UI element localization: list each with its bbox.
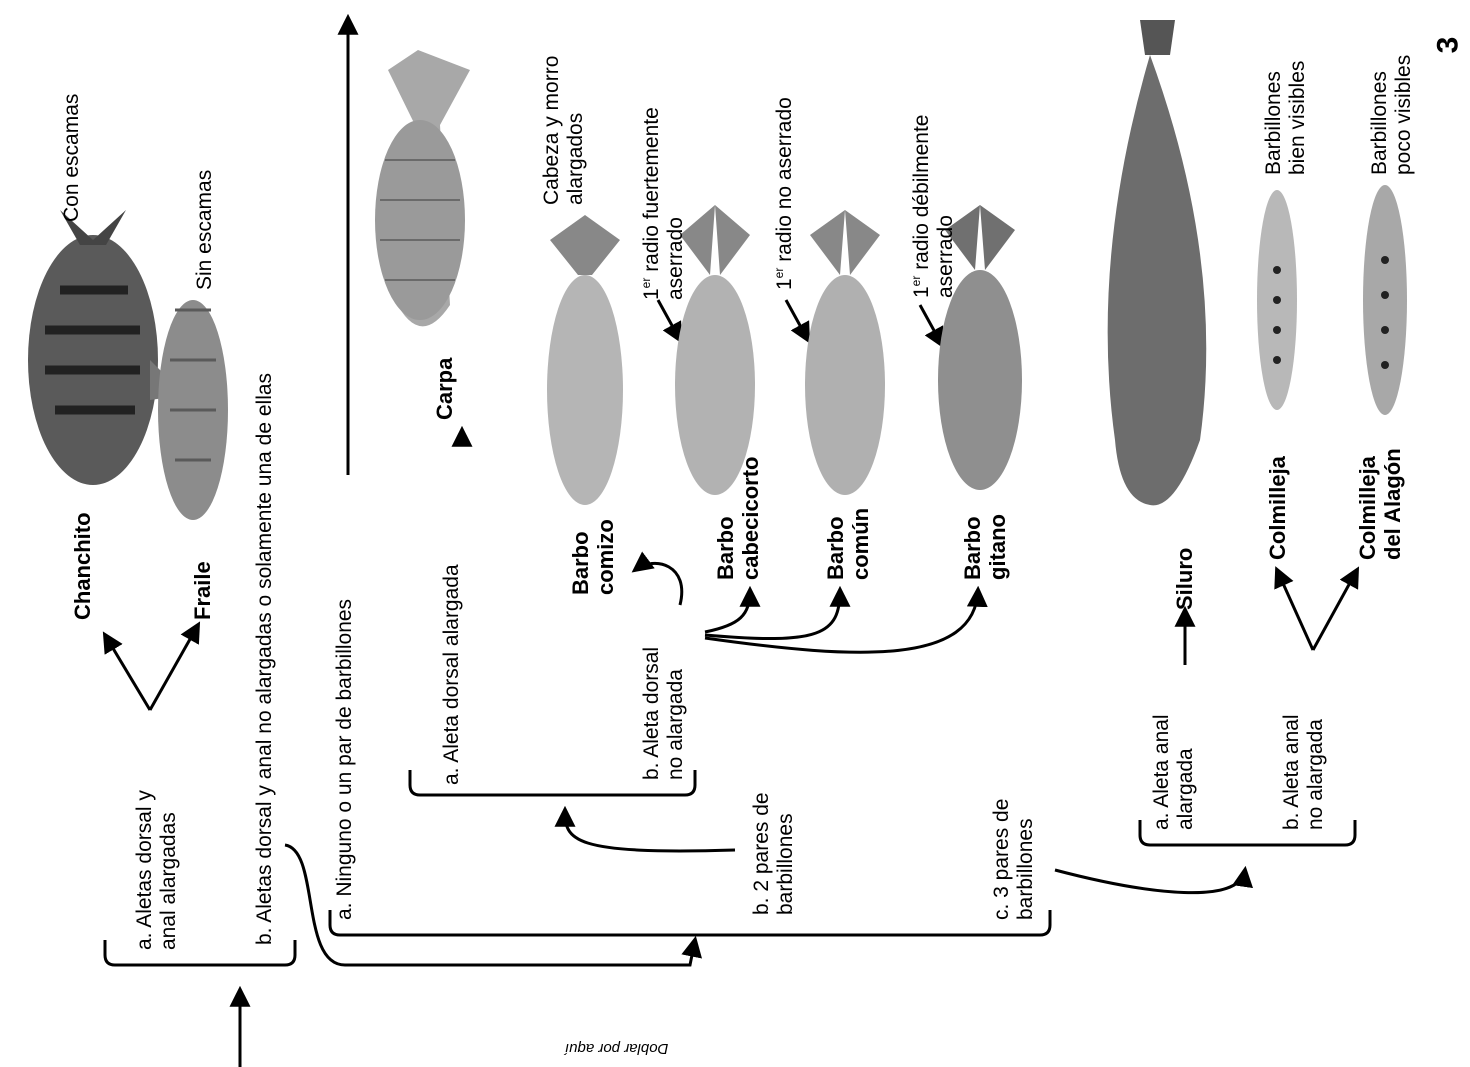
key-step2-a: a. Ninguno o un par de barbillones [333,599,357,920]
species-chanchito: Chanchito [70,512,95,620]
arrow-chanchito [105,635,150,710]
colmilleja-alagon-illustration [1363,185,1407,415]
arrow-gitano [705,590,978,652]
key-step1-b: b. Aletas dorsal y anal no alargadas o s… [253,373,277,945]
arrow-comizo [635,563,682,605]
species-colmilleja-alagon: Colmilleja del Alagón [1355,448,1406,560]
trait-radio-no: 1er radio no aserrado [773,97,797,290]
trait-sin-escamas: Sin escamas [193,170,217,290]
trait-radio-fuerte: 1er radio fuertemente aserrado [640,107,688,300]
trait-radio-debil: 1er radio débilmente aserrado [910,115,958,298]
species-barbo-cabecicorto: Barbo cabecicorto [713,457,764,581]
arrow-step4 [1055,870,1245,893]
fold-note: Doblar por aquí [565,1040,668,1057]
siluro-illustration [1108,20,1207,505]
trait-cabeza-morro: Cabeza y morro alargados [540,56,588,205]
bracket-step2 [330,910,1050,935]
arrow-step3 [565,810,735,851]
species-fraile: Fraile [190,561,215,620]
pointer-radio-no [786,300,808,340]
key-step2-b: b. 2 pares de barbillones [750,792,798,915]
colmilleja-illustration [1257,190,1297,410]
key-step1-a: a. Aletas dorsal y anal alargadas [133,790,181,950]
barbo-comun-illustration [805,210,885,495]
arrow-comun [705,590,840,639]
trait-barbillones-bien: Barbillones bien visibles [1262,61,1310,175]
trait-barbillones-poco: Barbillones poco visibles [1368,55,1416,175]
species-barbo-comun: Barbo común [823,508,874,580]
arrow-colmilleja [1277,570,1313,650]
arrow-colmilleja-alagon [1313,570,1357,650]
barbo-comizo-illustration [547,215,623,505]
key-step2-c: c. 3 pares de barbillones [990,799,1038,920]
species-colmilleja: Colmilleja [1265,456,1290,560]
trait-con-escamas: Con escamas [60,94,84,222]
key-step3-b: b. Aleta dorsal no alargada [640,647,688,780]
arrow-fraile [150,625,198,710]
species-siluro: Siluro [1172,548,1197,610]
carpa-illustration [375,50,470,326]
key-step3-a: a. Aleta dorsal alargada [440,564,464,785]
pointer-radio-debil [920,305,942,345]
species-barbo-gitano: Barbo gitano [960,514,1011,580]
fraile-illustration [158,300,228,520]
key-step4-a: a. Aleta anal alargada [1150,714,1198,830]
key-step4-b: b. Aleta anal no alargada [1280,714,1328,830]
arrow-cabecicorto [705,590,750,632]
pointer-radio-fuerte [658,300,680,340]
species-barbo-comizo: Barbo comizo [568,519,619,595]
page-number: 3 [1431,37,1465,54]
species-carpa: Carpa [432,358,457,420]
